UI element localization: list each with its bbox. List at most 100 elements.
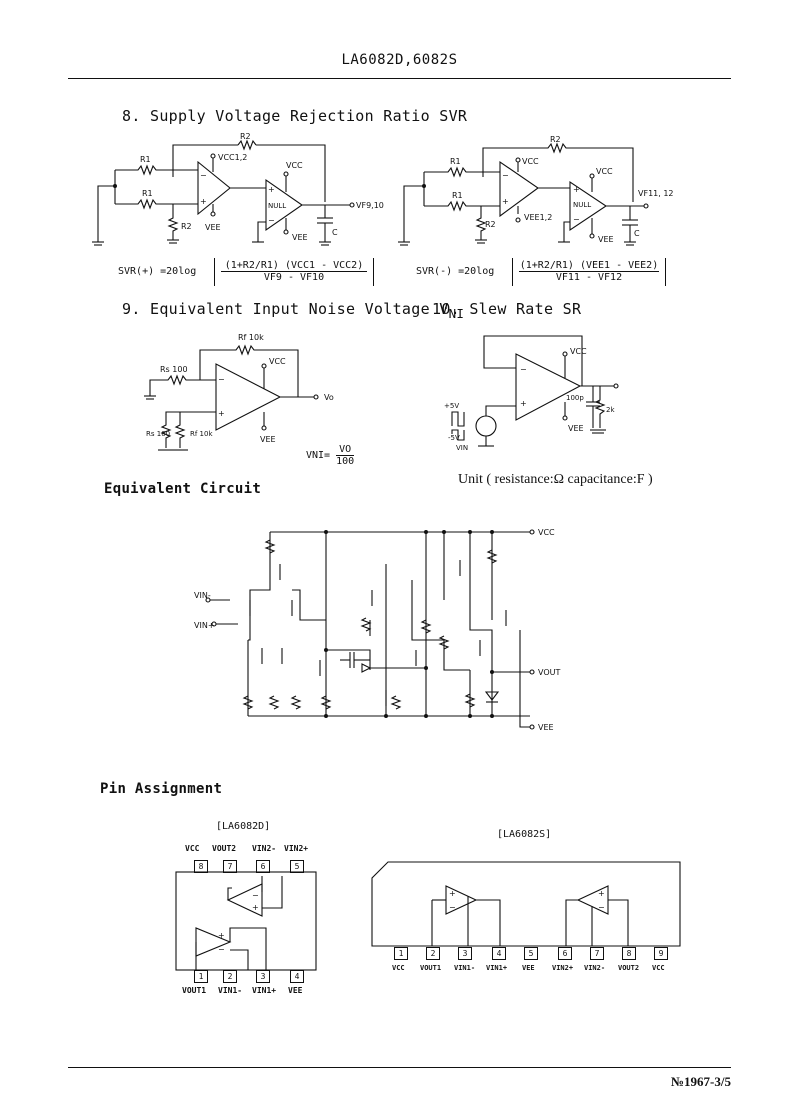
la6082s-name: VIN2+: [552, 964, 574, 972]
vee12-label: VEE1,2: [524, 213, 552, 222]
footer-rule: [68, 1067, 731, 1068]
la6082d-label: [LA6082D]: [216, 821, 271, 832]
svg-text:−: −: [200, 171, 207, 180]
r1b-label: R1: [142, 189, 153, 198]
section-9-title-sub: NI: [448, 306, 465, 321]
pin-box: 3: [256, 970, 270, 983]
svg-text:+: +: [520, 399, 527, 408]
equivalent-circuit-title: Equivalent Circuit: [104, 481, 262, 497]
la6082d-top-name: VIN2-: [252, 844, 277, 853]
vni-num: VO: [336, 444, 355, 456]
null-label: NULL: [573, 201, 591, 209]
pin-box: 2: [426, 947, 440, 960]
vni-den: 100: [336, 456, 355, 467]
la6082s-name: VCC: [652, 964, 665, 972]
pin-box: 1: [194, 970, 208, 983]
svg-text:+: +: [598, 889, 605, 898]
svr-minus-numerator: (1+R2/R1) (VEE1 - VEE2): [519, 260, 659, 272]
section-8-title: 8. Supply Voltage Rejection Ratio SVR: [122, 107, 468, 125]
vf-label: VF11, 12: [638, 189, 674, 198]
svr-minus-prefix: SVR(-) =20log: [416, 266, 495, 277]
pin-box: 4: [290, 970, 304, 983]
vo-label: Vo: [324, 393, 334, 402]
vcc12-label: VCC1,2: [218, 153, 247, 162]
la6082d-bottom-name: VEE: [288, 986, 303, 995]
la6082s-package: + − + −: [371, 861, 681, 947]
header-rule: [68, 78, 731, 79]
svg-text:−: −: [218, 375, 225, 384]
la6082d-bottom-name: VOUT1: [182, 986, 207, 995]
la6082d-bottom-name: VIN1+: [252, 986, 277, 995]
svr-minus-fraction: (1+R2/R1) (VEE1 - VEE2) VF11 - VF12: [512, 258, 666, 286]
null-label: NULL: [268, 202, 286, 210]
slew-circuit: − + VCC VEE 100p 2k +5V -5V VIN: [444, 335, 619, 452]
la6082s-name: VIN1+: [486, 964, 508, 972]
la6082s-name: VEE: [522, 964, 535, 972]
vf-label: VF9,10: [356, 201, 384, 210]
minus5-label: -5V: [448, 434, 460, 442]
r2-label: R2: [240, 132, 251, 141]
rs-bot-label: Rs 100: [146, 430, 170, 438]
r1b-label: R1: [452, 191, 463, 200]
vee-label: VEE: [260, 435, 276, 444]
la6082s-pins: 1 2 3 4 5 6 7 8 9: [390, 947, 680, 961]
vee-label: VEE: [568, 424, 584, 433]
pin-box: 9: [654, 947, 668, 960]
rs-top-label: Rs 100: [160, 365, 188, 374]
r2-label: R2: [550, 135, 561, 144]
section-9-title-text: 9. Equivalent Input Noise Voltage V: [122, 300, 449, 318]
svr-plus-numerator: (1+R2/R1) (VCC1 - VCC2): [221, 260, 367, 272]
svg-text:+: +: [268, 185, 275, 194]
svg-text:+: +: [200, 197, 207, 206]
vcc-label: VCC: [570, 347, 587, 356]
la6082d-top-name: VCC: [185, 844, 200, 853]
pin-box: 1: [394, 947, 408, 960]
plus5-label: +5V: [444, 402, 459, 410]
noise-circuit: Rf 10k Rs 100 − + VCC VEE Vo Rs 100 Rf 1…: [144, 333, 334, 451]
vcc2-label: VCC: [596, 167, 613, 176]
svg-text:−: −: [502, 171, 509, 180]
svr-plus-denominator: VF9 - VF10: [263, 272, 325, 283]
vni-formula: VNI= VO 100: [306, 444, 355, 467]
svr-minus-circuit: R2 R1 R1 R2 − + VCC VEE1,2 + − NULL VCC …: [398, 135, 674, 246]
pin-box: 2: [223, 970, 237, 983]
la6082d-bottom-name: VIN1-: [218, 986, 243, 995]
vee2-label: VEE: [292, 233, 308, 242]
section-9-title: 9. Equivalent Input Noise Voltage VNI: [122, 300, 464, 321]
la6082s-name: VOUT1: [420, 964, 442, 972]
svg-text:−: −: [573, 215, 580, 224]
pin-assignment-title: Pin Assignment: [100, 781, 223, 797]
vcc1-label: VCC: [522, 157, 539, 166]
svr-plus-circuit: R2 R1 R1 R2 − + VCC1,2 VEE + − NULL VCC …: [92, 132, 384, 246]
vee-label: VEE: [598, 235, 614, 244]
svr-plus-fraction: (1+R2/R1) (VCC1 - VCC2) VF9 - VF10: [214, 258, 374, 286]
res-label: 2k: [606, 406, 615, 414]
r2b-label: R2: [181, 222, 192, 231]
la6082s-name: VOUT2: [618, 964, 640, 972]
svg-text:+: +: [218, 931, 225, 940]
rf-bot-label: Rf 10k: [190, 430, 213, 438]
equivalent-circuit-diagram: VCC VEE VOUT VIN- VIN+: [194, 528, 560, 732]
pin-box: 7: [590, 947, 604, 960]
cap-label: 100p: [566, 394, 584, 402]
la6082d-package: − + + −: [175, 871, 317, 971]
vcc-label: VCC: [269, 357, 286, 366]
pin-box: 3: [458, 947, 472, 960]
svg-text:−: −: [268, 216, 275, 225]
la6082d-top-name: VOUT2: [212, 844, 237, 853]
la6082d-bottom-pins: 1 2 3 4: [192, 970, 310, 984]
la6082s-name: VIN1-: [454, 964, 476, 972]
svr-plus-prefix: SVR(+) =20log: [118, 266, 197, 277]
eq-vin-minus-label: VIN-: [194, 591, 211, 600]
section-10-title: 10. Slew Rate SR: [432, 300, 582, 318]
svg-text:−: −: [252, 891, 259, 900]
vni-lhs: VNI=: [306, 450, 331, 461]
r1a-label: R1: [450, 157, 461, 166]
svg-text:−: −: [449, 903, 456, 912]
svg-text:+: +: [502, 197, 509, 206]
eq-vee-label: VEE: [538, 723, 554, 732]
svg-text:−: −: [218, 945, 225, 954]
r2b-label: R2: [485, 220, 496, 229]
svg-text:−: −: [598, 903, 605, 912]
eq-vin-plus-label: VIN+: [194, 621, 215, 630]
